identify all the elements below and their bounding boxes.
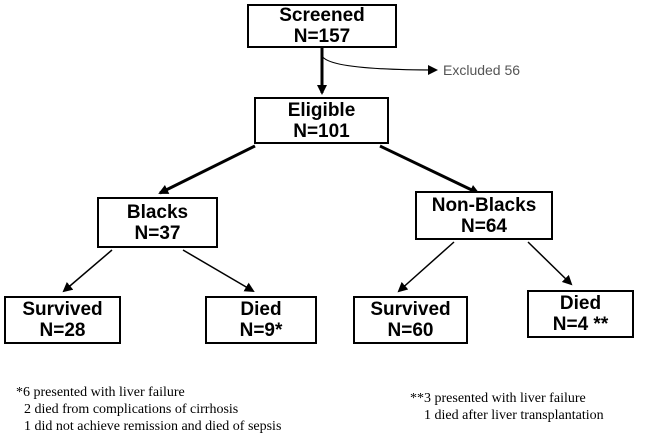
footnote-right-line-1: **3 presented with liver failure [410, 391, 586, 406]
node-blacks-survived-count: N=28 [39, 320, 86, 341]
node-blacks-title: Blacks [126, 201, 189, 223]
node-blacks-survived: Survived N=28 [4, 296, 121, 344]
arrow-eligible-to-blacks [158, 144, 256, 195]
node-non-blacks-died-title: Died [559, 293, 602, 314]
node-non-blacks-survived-title: Survived [370, 299, 451, 320]
node-screened-count: N=157 [293, 26, 351, 47]
excluded-label: Excluded 56 [443, 62, 521, 78]
node-blacks-died-title: Died [240, 299, 282, 320]
node-blacks-died-count: N=9* [239, 320, 283, 341]
node-non-blacks: Non-Blacks N=64 [415, 191, 553, 240]
node-eligible: Eligible N=101 [254, 97, 389, 144]
arrow-blacks-to-died [182, 249, 255, 293]
arrow-eligible-to-non-blacks [379, 144, 480, 195]
footnote-left-line-3: 1 did not achieve remission and died of … [24, 419, 282, 434]
node-blacks-count: N=37 [134, 222, 181, 244]
node-blacks: Blacks N=37 [97, 197, 218, 248]
node-blacks-died: Died N=9* [205, 296, 317, 344]
footnote-left-line-2: 2 died from complications of cirrhosis [24, 402, 239, 417]
node-eligible-title: Eligible [287, 99, 356, 121]
arrow-non-blacks-to-survived [397, 241, 455, 293]
arrow-non-blacks-to-died [527, 241, 573, 286]
footnote-right-line-2: 1 died after liver transplantation [424, 408, 604, 423]
node-screened: Screened N=157 [247, 4, 397, 48]
footnote-right: **3 presented with liver failure 1 died … [410, 390, 604, 424]
node-non-blacks-title: Non-Blacks [431, 194, 537, 216]
arrow-screened-to-excluded [321, 55, 438, 75]
node-blacks-survived-title: Survived [22, 299, 103, 320]
node-non-blacks-survived: Survived N=60 [353, 296, 468, 344]
node-non-blacks-died-count: N=4 ** [552, 314, 609, 335]
arrow-blacks-to-survived [62, 249, 113, 293]
footnote-left-line-1: *6 presented with liver failure [16, 385, 185, 400]
node-non-blacks-survived-count: N=60 [387, 320, 434, 341]
node-screened-title: Screened [279, 5, 365, 26]
node-eligible-count: N=101 [293, 120, 350, 142]
footnote-left: *6 presented with liver failure 2 died f… [16, 384, 281, 435]
node-non-blacks-died: Died N=4 ** [527, 290, 634, 338]
node-non-blacks-count: N=64 [461, 215, 507, 237]
